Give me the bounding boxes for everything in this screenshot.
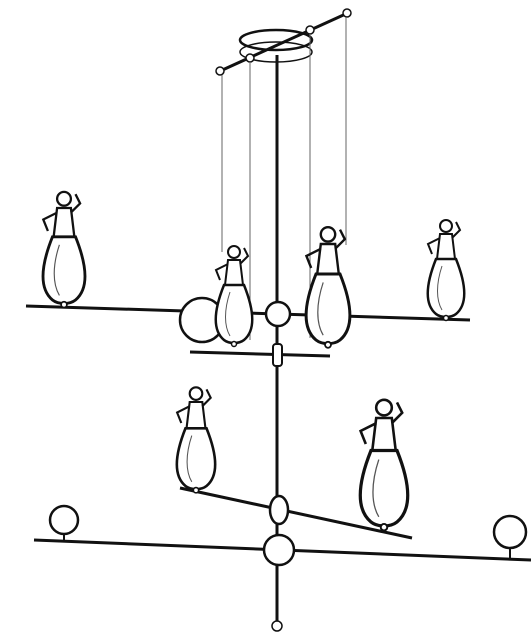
dancer-figurine-lower-right (358, 398, 410, 533)
top-crossbar (215, 8, 352, 76)
dancer-figurine-upper-left (41, 190, 87, 309)
bottom-arm (33, 504, 531, 567)
bottom-right-ball (492, 514, 528, 550)
dancer-figurine-hanging-right (304, 225, 352, 350)
bottom-hub (262, 533, 296, 567)
dancer-figurine-hanging-left (214, 244, 254, 348)
dancer-figurine-upper-right (426, 218, 466, 322)
upper-coupler (272, 343, 283, 367)
lower-coupler (268, 494, 290, 526)
bottom-left-ball (48, 504, 80, 536)
upper-hub (264, 300, 292, 328)
lower-tilted-arm (179, 486, 413, 540)
dancer-figurine-lower-left (175, 385, 217, 495)
shaft-end-ring (271, 620, 283, 632)
